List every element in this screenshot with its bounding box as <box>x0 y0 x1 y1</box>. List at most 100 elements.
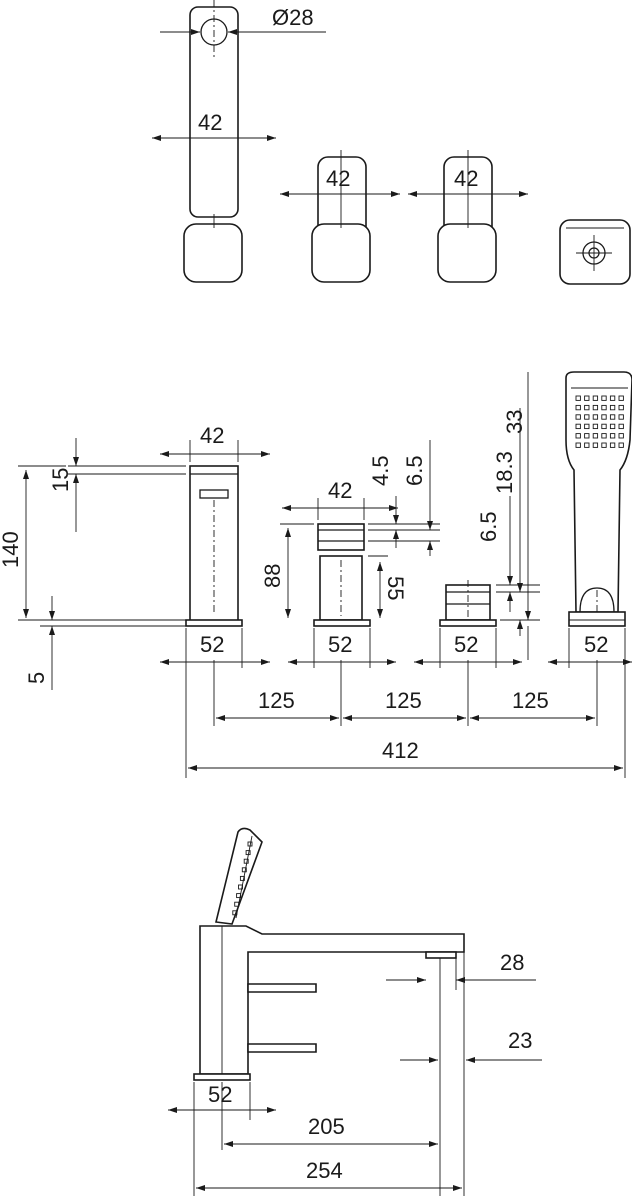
side-base-dimension: 52 <box>168 1082 276 1196</box>
nozzle <box>584 404 590 411</box>
handle-width-dimension: 42 <box>282 478 398 520</box>
overall-depth-dimension: 254 <box>196 1158 462 1191</box>
nozzle <box>592 414 599 420</box>
spout-width-dimension: 42 <box>152 110 276 141</box>
handle-2-width-dimension: 42 <box>408 166 528 197</box>
side-nozzle <box>247 841 253 847</box>
nozzle <box>601 414 607 420</box>
handle-1-plan <box>311 150 371 283</box>
nozzle <box>584 414 590 420</box>
nozzle <box>575 433 581 439</box>
nozzle <box>575 395 581 401</box>
front-view: 42 15 140 5 <box>0 371 632 778</box>
spout-diameter-label: Ø28 <box>272 5 314 30</box>
side-nozzle <box>232 910 238 916</box>
side-base-label: 52 <box>208 1082 232 1107</box>
spacing-dimensions: 125 125 125 <box>213 660 598 726</box>
nozzle <box>575 414 581 420</box>
outlet-diameter-label: 28 <box>500 950 524 975</box>
side-view: 28 23 52 205 254 <box>168 827 542 1196</box>
nozzle <box>609 433 616 439</box>
nozzle <box>575 423 581 430</box>
handle-step-label: 6.5 <box>402 455 427 486</box>
handle-1-front <box>313 523 371 627</box>
nozzle <box>592 395 599 401</box>
handle-gap-label: 4.5 <box>368 455 393 486</box>
spout-diameter-dimension: Ø28 <box>160 5 326 35</box>
nozzle <box>601 404 607 411</box>
base-1-label: 52 <box>200 632 224 657</box>
side-nozzle <box>245 850 251 856</box>
handle-1-width-label: 42 <box>326 166 350 191</box>
handle-2-plan <box>437 150 497 283</box>
nozzle <box>618 414 624 420</box>
hand-shower-front <box>565 371 632 627</box>
spout-plan <box>183 0 243 283</box>
nozzle <box>618 395 624 401</box>
nozzle <box>575 442 581 448</box>
handle-height-label: 88 <box>260 564 285 588</box>
nozzle <box>592 442 599 448</box>
nozzle <box>584 423 590 430</box>
base-2-label: 52 <box>328 632 352 657</box>
nozzle <box>601 433 607 439</box>
handle-width-label: 42 <box>328 478 352 503</box>
overall-width-label: 412 <box>382 738 419 763</box>
nozzle <box>618 423 624 430</box>
nozzle <box>592 404 599 411</box>
holder-top-label: 6.5 <box>476 511 501 542</box>
nozzle <box>609 404 616 411</box>
nozzle <box>618 404 624 411</box>
holder-plan <box>559 219 631 285</box>
spacing-2-label: 125 <box>385 688 422 713</box>
nozzle <box>618 433 624 439</box>
nozzle-grid <box>575 395 624 448</box>
nozzle <box>609 395 616 401</box>
side-nozzle <box>234 901 240 907</box>
hand-shower-side <box>215 827 263 925</box>
spout-thickness-label: 15 <box>48 468 73 492</box>
nozzle <box>584 395 590 401</box>
nozzle <box>618 442 624 448</box>
nozzle <box>584 433 590 439</box>
side-nozzle <box>236 893 242 899</box>
nozzle <box>601 423 607 430</box>
outlet-inner-label: 23 <box>508 1028 532 1053</box>
base-thickness-dimension: 5 <box>24 596 186 690</box>
holder-dimensions: 6.5 18.3 33 <box>476 372 540 660</box>
side-nozzle <box>239 875 245 881</box>
holder-total-label: 33 <box>502 410 527 434</box>
nozzle <box>575 404 581 411</box>
base-3-label: 52 <box>454 632 478 657</box>
spout-width-label: 42 <box>198 110 222 135</box>
overall-depth-label: 254 <box>306 1158 343 1183</box>
nozzle <box>584 442 590 448</box>
diverter-front <box>439 580 497 627</box>
nozzle <box>592 433 599 439</box>
base-width-dimensions: 52 52 52 52 <box>160 628 632 778</box>
spout-front <box>185 465 243 627</box>
nozzle <box>592 423 599 430</box>
spout-thickness-dimension: 15 <box>48 438 186 532</box>
holder-height-label: 18.3 <box>492 451 517 494</box>
overall-height-dimension: 140 <box>0 465 186 621</box>
handle-lower-dimension: 55 <box>368 555 408 618</box>
nozzle <box>609 442 616 448</box>
outlet-dimensions: 28 23 <box>386 950 542 1196</box>
handle-height-dimension: 88 <box>260 523 314 618</box>
nozzle <box>601 395 607 401</box>
projection-label: 205 <box>308 1114 345 1139</box>
overall-width-dimension: 412 <box>188 738 623 771</box>
spacing-3-label: 125 <box>512 688 549 713</box>
mixer-side <box>193 925 465 1081</box>
spout-top-width-dimension: 42 <box>160 423 270 462</box>
spacing-1-label: 125 <box>258 688 295 713</box>
side-nozzle <box>238 884 243 890</box>
nozzle <box>609 423 616 430</box>
side-nozzle <box>243 858 249 864</box>
nozzle <box>601 442 607 448</box>
handle-gap-dimension: 4.5 6.5 <box>368 440 440 556</box>
handle-lower-label: 55 <box>383 576 408 600</box>
spout-top-width-label: 42 <box>200 423 224 448</box>
